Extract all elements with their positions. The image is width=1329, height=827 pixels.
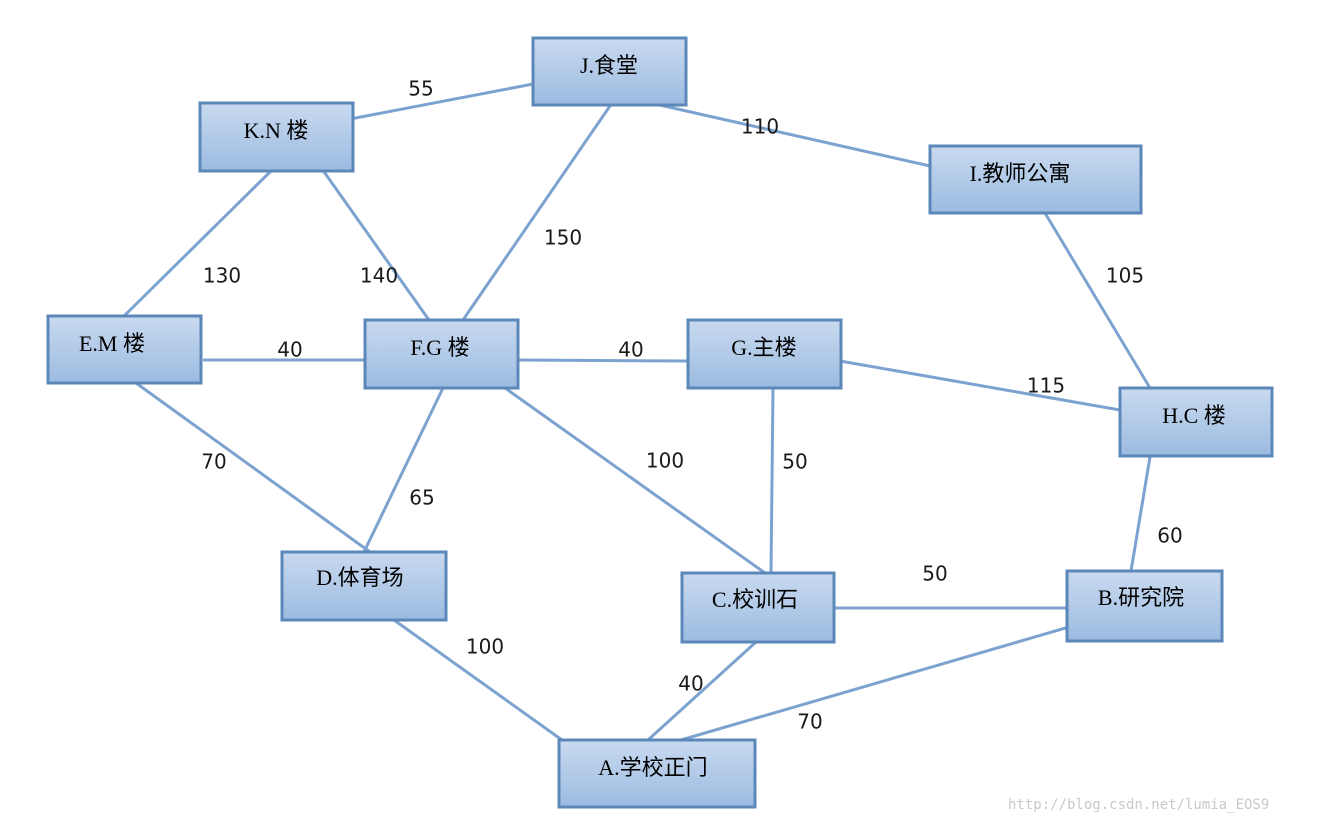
node-H: H.C 楼 [1118, 386, 1274, 458]
node-J-label: J.食堂 [580, 53, 638, 78]
edge-K-E [120, 167, 275, 320]
edge-weight-K-J: 55 [408, 77, 433, 101]
node-E-label: E.M 楼 [79, 331, 145, 356]
node-J: J.食堂 [531, 36, 688, 107]
node-H-label: H.C 楼 [1162, 403, 1226, 428]
edge-weight-J-F: 150 [544, 226, 582, 250]
edge-weight-F-C: 100 [646, 449, 684, 473]
edge-weight-F-G: 40 [618, 338, 643, 362]
node-J-box [531, 36, 688, 107]
edge-weight-E-F: 40 [277, 338, 302, 362]
node-G: G.主楼 [686, 318, 843, 390]
node-I: I.教师公寓 [928, 144, 1143, 215]
nodes-layer: J.食堂 K.N 楼 I.教师公寓 E.M 楼 F.G 楼 G.主楼 H.C 楼 [46, 36, 1274, 809]
node-K-label: K.N 楼 [244, 118, 309, 143]
node-A: A.学校正门 [557, 738, 757, 809]
node-H-box [1118, 386, 1274, 458]
edge-I-H [1043, 212, 1152, 389]
edge-weight-H-B: 60 [1157, 524, 1182, 548]
node-F-label: F.G 楼 [410, 335, 469, 360]
edge-C-A [646, 640, 758, 742]
edge-K-F [320, 168, 431, 321]
edge-weight-I-H: 105 [1106, 264, 1144, 288]
edge-weight-G-C: 50 [782, 450, 807, 474]
node-I-label: I.教师公寓 [970, 161, 1071, 186]
node-C: C.校训石 [680, 571, 836, 644]
node-I-box [928, 144, 1143, 215]
edge-weight-D-A: 100 [466, 635, 504, 659]
node-E-box [46, 314, 203, 385]
edge-H-B [1129, 456, 1152, 572]
edge-G-C [769, 387, 775, 574]
edge-weight-E-D: 70 [201, 450, 226, 474]
edge-F-D [362, 387, 445, 553]
edge-B-A [680, 618, 1094, 742]
blog-url-watermark: http://blog.csdn.net/lumia_EOS9 [1008, 797, 1270, 813]
node-B-box [1065, 569, 1224, 643]
edge-weight-J-I: 110 [741, 115, 779, 139]
edge-J-I [641, 99, 931, 168]
node-C-box [680, 571, 836, 644]
edge-G-H [839, 359, 1121, 412]
edge-weight-G-H: 115 [1027, 374, 1065, 398]
edge-F-C [504, 386, 766, 575]
node-C-label: C.校训石 [712, 587, 798, 612]
node-D-label: D.体育场 [316, 565, 403, 590]
node-G-box [686, 318, 843, 390]
edge-K-J [344, 82, 534, 122]
edge-F-G [517, 358, 689, 363]
node-D: D.体育场 [280, 550, 448, 622]
edge-weight-B-A: 70 [797, 710, 822, 734]
node-A-label: A.学校正门 [598, 755, 707, 780]
edge-weight-K-E: 130 [203, 264, 241, 288]
edge-labels-layer: 55 110 150 130 140 105 40 40 115 70 65 1… [201, 77, 1182, 734]
edge-J-F [461, 102, 614, 321]
node-A-box [557, 738, 757, 809]
node-F-box [363, 318, 520, 390]
node-K-box [198, 101, 355, 173]
edge-D-A [393, 618, 563, 742]
edge-E-D [135, 381, 371, 554]
edges-layer [120, 82, 1152, 742]
node-G-label: G.主楼 [731, 335, 796, 360]
edge-weight-C-B: 50 [922, 562, 947, 586]
edge-weight-C-A: 40 [678, 672, 703, 696]
node-F: F.G 楼 [363, 318, 520, 390]
node-E: E.M 楼 [46, 314, 203, 385]
node-B: B.研究院 [1065, 569, 1224, 643]
edge-weight-K-F: 140 [360, 264, 398, 288]
node-D-box [280, 550, 448, 622]
node-K: K.N 楼 [198, 101, 355, 173]
edge-weight-F-D: 65 [409, 486, 434, 510]
node-B-label: B.研究院 [1098, 585, 1184, 610]
